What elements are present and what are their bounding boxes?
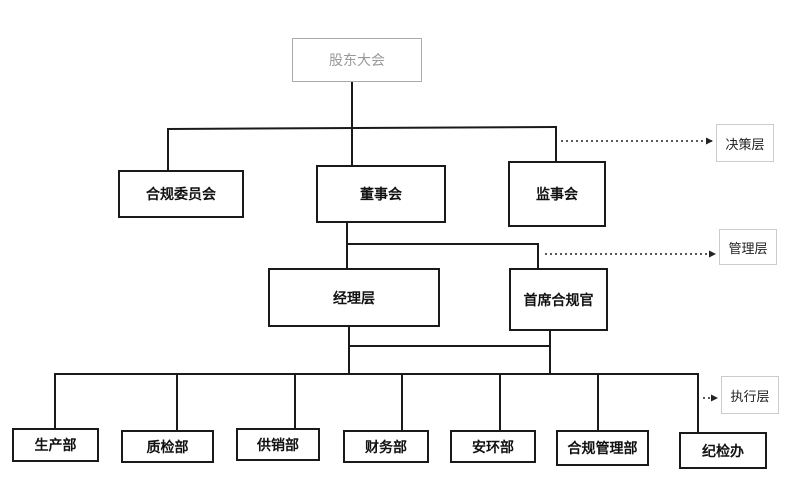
chief-compliance-officer-label: 首席合规官 [523,292,594,309]
production-dept-label: 生产部 [34,438,77,454]
quality-dept-box: 质检部 [121,430,214,463]
compliance-committee-label: 合规委员会 [146,187,216,203]
layer-tag-decision: 决策层 [716,124,774,162]
safety-environment-dept-label: 安环部 [472,439,514,456]
management-box: 经理层 [268,268,440,327]
safety-environment-dept-box: 安环部 [450,430,536,463]
layer-tag-management-label: 管理层 [728,241,768,257]
compliance-committee-box: 合规委员会 [118,170,244,218]
shareholders-meeting-label: 股东大会 [329,53,385,69]
compliance-management-dept-label: 合规管理部 [567,441,638,457]
management-label: 经理层 [333,290,375,307]
supervisory-board-label: 监事会 [536,187,578,203]
compliance-management-dept-box: 合规管理部 [556,430,649,466]
discipline-office-label: 纪检办 [702,443,744,460]
finance-dept-box: 财务部 [343,430,429,463]
board-label: 董事会 [360,187,402,203]
discipline-office-box: 纪检办 [679,432,767,469]
board-box: 董事会 [316,165,446,223]
layer-tag-management: 管理层 [719,229,777,265]
shareholders-meeting-box: 股东大会 [292,38,422,82]
supply-sales-dept-box: 供销部 [236,428,320,461]
production-dept-box: 生产部 [12,428,99,462]
connector-bus-1 [166,125,558,131]
layer-tag-execution-label: 执行层 [730,389,770,405]
layer-tag-decision-label: 决策层 [725,137,765,153]
quality-dept-label: 质检部 [146,439,189,456]
supply-sales-dept-label: 供销部 [257,437,299,454]
finance-dept-label: 财务部 [365,439,407,456]
supervisory-board-box: 监事会 [508,161,606,227]
layer-tag-execution: 执行层 [721,376,779,414]
chief-compliance-officer-box: 首席合规官 [509,268,608,331]
